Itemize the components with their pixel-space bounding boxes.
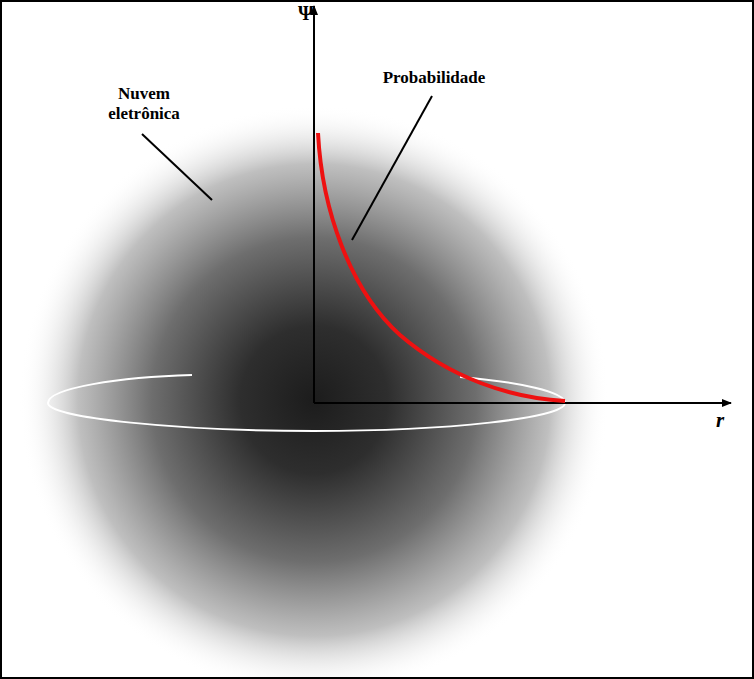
r-axis <box>314 402 731 404</box>
probability-curve <box>318 133 565 401</box>
axis-label: Ψ <box>298 2 314 25</box>
callout-label: Nuvem eletrônica <box>85 84 203 123</box>
leader-line <box>142 134 212 200</box>
callout-label: Probabilidade <box>383 68 486 88</box>
leader-line <box>352 96 432 240</box>
axis-label: r <box>716 408 724 432</box>
psi-axis <box>313 6 315 403</box>
